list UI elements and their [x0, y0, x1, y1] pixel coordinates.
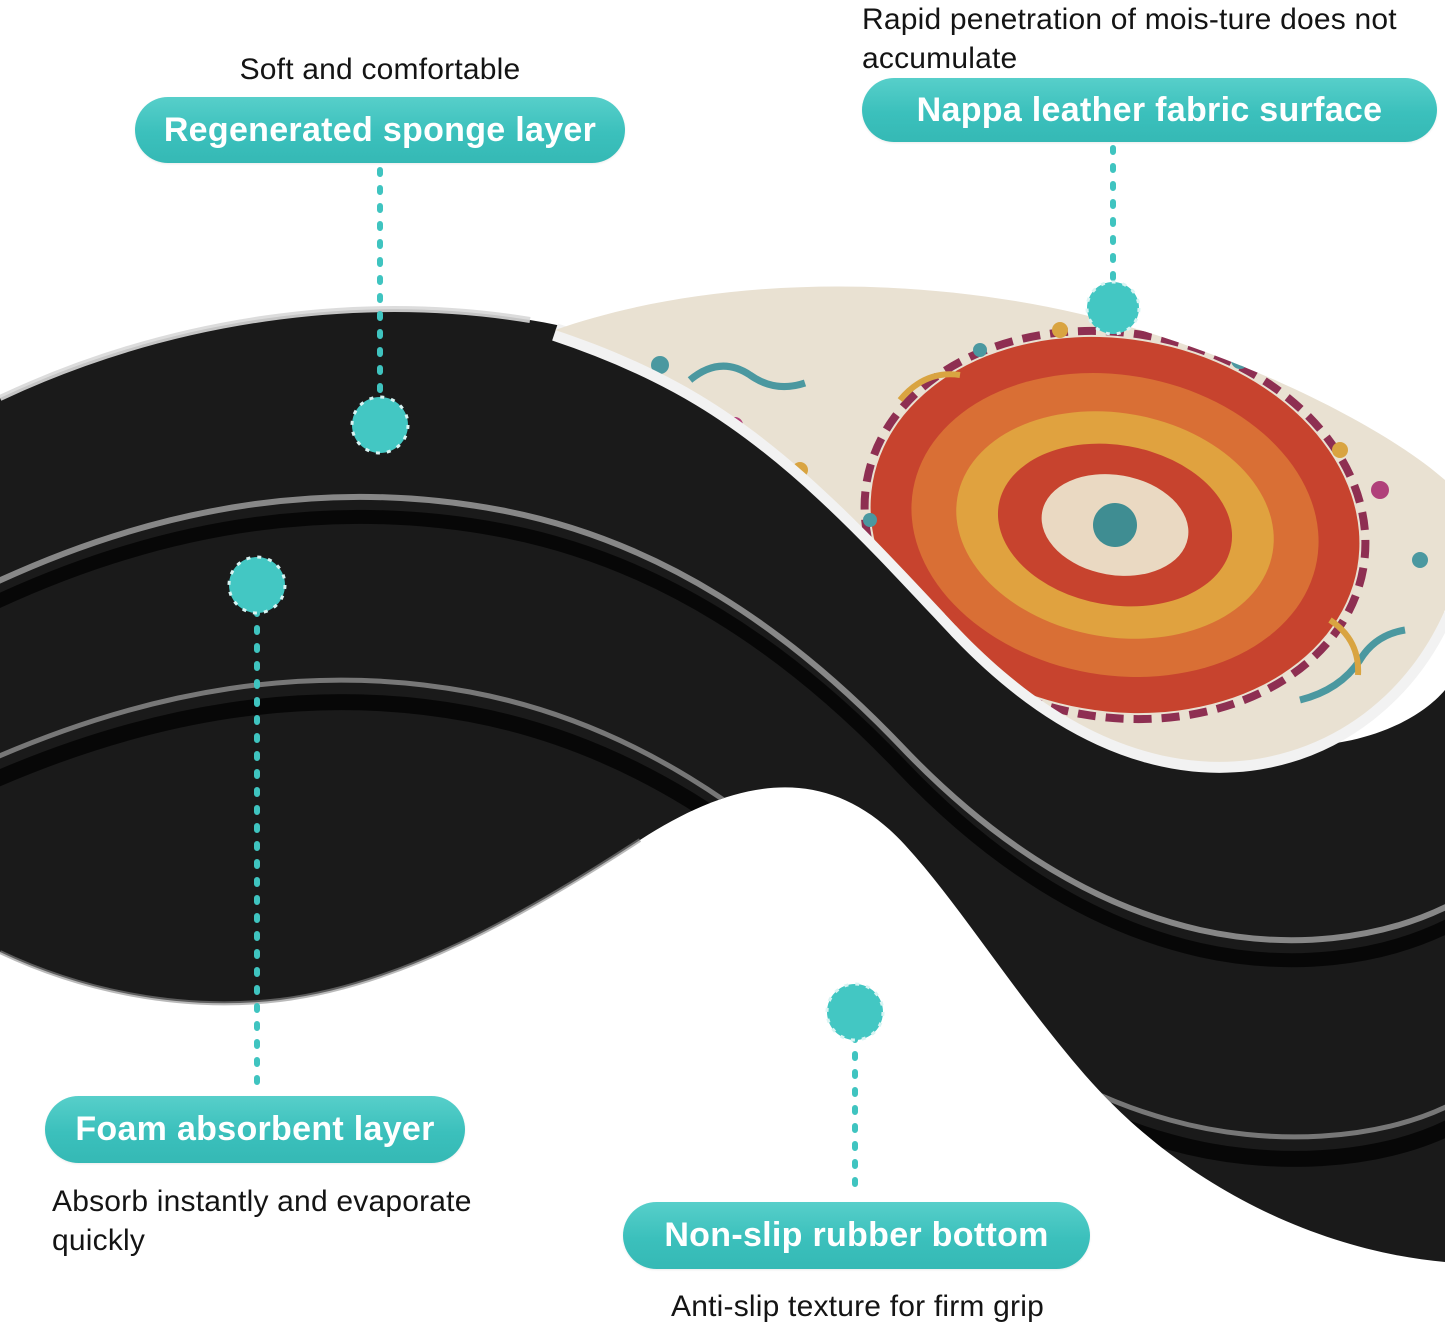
leader-lines [254, 145, 1116, 1201]
layer-separation-line-1 [0, 493, 1445, 944]
note-absorb-instantly: Absorb instantly and evaporate quickly [52, 1185, 472, 1257]
marker-dot-sponge-icon [350, 395, 410, 455]
marker-dot-rubber-icon [825, 982, 885, 1042]
marker-dot-fabric-icon [1085, 280, 1141, 336]
label-pill-nappa-leather-fabric-surface: Nappa leather fabric surface [862, 78, 1437, 142]
layer-shadow-1 [0, 509, 1445, 968]
mat-bottom-edge-highlight [0, 838, 642, 1006]
mat-top-edge-highlight [0, 306, 531, 401]
note-anti-slip-texture: Anti-slip texture for firm grip [671, 1290, 1044, 1323]
marker-dots [227, 280, 1141, 1042]
rug-medallion [860, 326, 1370, 724]
label-pill-foam-absorbent-layer: Foam absorbent layer [45, 1096, 465, 1163]
marker-dot-foam-icon [227, 555, 287, 615]
note-soft-and-comfortable: Soft and comfortable [239, 53, 521, 86]
label-pill-non-slip-rubber-bottom: Non-slip rubber bottom [623, 1202, 1090, 1269]
fabric-white-edge [552, 323, 1445, 773]
mat-silhouette [0, 309, 1445, 1263]
note-rapid-penetration: Rapid penetration of mois-ture does not … [862, 3, 1397, 75]
label-pill-regenerated-sponge-layer: Regenerated sponge layer [135, 97, 625, 163]
